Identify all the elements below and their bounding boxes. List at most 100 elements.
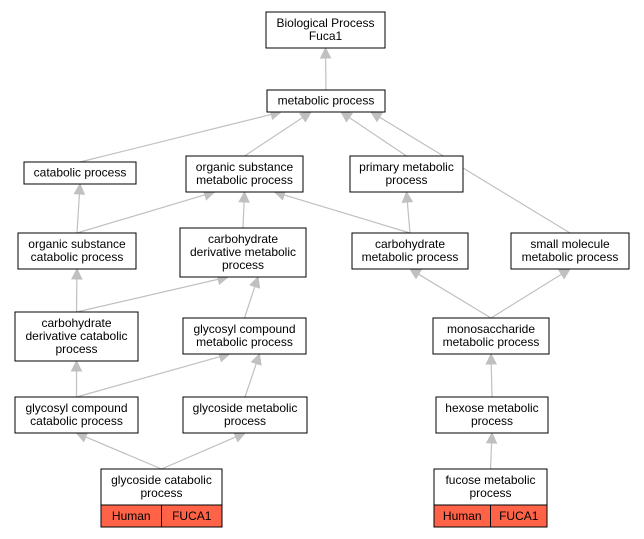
edge-smallmol-to-meta: [379, 116, 571, 234]
gene-tag: [490, 504, 548, 528]
edge-mono-to-smallmol: [490, 273, 562, 319]
node-label-line: Fuca1: [309, 29, 343, 43]
edge-carbder-to-orgsub: [242, 201, 245, 229]
arrowhead-mono-to-carbmeta: [409, 268, 422, 280]
gene-tag: [161, 504, 223, 528]
node-label-line: carbohydrate: [41, 316, 111, 330]
edge-mono-to-carbmeta: [418, 273, 492, 319]
node-label-line: process: [385, 173, 427, 187]
node-label-line: primary metabolic: [359, 160, 454, 174]
arrowhead-orgcat-to-cat: [73, 182, 86, 195]
arrowhead-glycomp-to-carbder: [249, 275, 261, 289]
species-tag-label: Human: [443, 509, 482, 523]
node-label-line: glycosyl compound: [25, 401, 127, 415]
edge-cat-to-meta: [79, 113, 272, 163]
arrowhead-glycmeta-to-glycomp: [250, 352, 262, 366]
node-box: [435, 396, 549, 434]
edge-glyccat-to-glycompcat: [85, 436, 162, 470]
arrowhead-carbmeta-to-prim: [401, 190, 414, 203]
node-label-line: small molecule: [530, 237, 610, 251]
node-label-line: fucose metabolic: [445, 473, 535, 487]
node-label-line: metabolic process: [362, 250, 459, 264]
node-box: [351, 232, 469, 270]
gene-tag-label: FUCA1: [172, 509, 212, 523]
node-box: [510, 232, 630, 270]
node-box: [349, 155, 464, 193]
node-label-line: glycoside catabolic: [111, 473, 212, 487]
edge-hexose-to-mono: [490, 363, 493, 398]
arrowhead-glycompcat-to-carbdercat: [70, 359, 83, 372]
node-box: [17, 232, 137, 270]
node-label-line: catabolic process: [34, 166, 127, 180]
arrowhead-carbdercat-to-orgcat: [71, 267, 83, 280]
node-label-line: metabolic process: [522, 250, 619, 264]
arrowhead-orgsub-to-meta: [299, 111, 312, 123]
arrowhead-meta-to-bp: [319, 46, 332, 59]
arrowhead-glyccat-to-glycmeta: [233, 431, 247, 443]
node-box: [182, 317, 307, 355]
node-label-line: catabolic process: [30, 414, 123, 428]
node-box: [100, 468, 223, 506]
node-box: [185, 155, 304, 193]
node-label-line: derivative catabolic: [25, 329, 127, 343]
node-label-line: organic substance: [28, 237, 126, 251]
species-tag-label: Human: [112, 509, 151, 523]
edge-carbmeta-to-orgsub: [283, 194, 411, 234]
node-box: [432, 317, 550, 355]
node-box: [179, 227, 307, 278]
edge-orgcat-to-orgsub: [76, 194, 206, 234]
node-box: [266, 89, 386, 113]
arrowhead-prim-to-meta: [340, 111, 353, 123]
node-box: [14, 396, 139, 434]
arrowhead-smallmol-to-meta: [370, 111, 383, 123]
node-label-line: organic substance: [196, 160, 294, 174]
node-label-line: monosaccharide: [447, 322, 535, 336]
node-box: [265, 11, 386, 49]
edge-glyccat-to-glycmeta: [161, 436, 237, 470]
go-term-node-cat[interactable]: catabolic process: [23, 161, 137, 185]
node-label-line: hexose metabolic: [445, 401, 538, 415]
edge-glycomp-to-carbder: [243, 286, 256, 319]
node-label-line: carbohydrate: [375, 237, 445, 251]
gene-tag-label: FUCA1: [499, 509, 539, 523]
arrowhead-glyccat-to-glycompcat: [75, 431, 89, 443]
node-label-line: metabolic process: [278, 94, 375, 108]
edge-carbdercat-to-carbder: [76, 278, 219, 313]
node-label-line: process: [224, 414, 266, 428]
arrowhead-fucose-to-hexose: [485, 431, 498, 444]
edges-layer: [70, 46, 571, 470]
arrowhead-mono-to-smallmol: [558, 268, 571, 280]
go-term-node-meta[interactable]: metabolic process: [266, 89, 386, 113]
node-label-line: glycosyl compound: [193, 322, 295, 336]
node-box: [23, 161, 137, 185]
edge-fucose-to-hexose: [489, 442, 493, 470]
node-label-line: metabolic process: [196, 173, 293, 187]
node-label-line: carbohydrate: [208, 232, 278, 246]
node-label-line: process: [471, 414, 513, 428]
node-label-line: process: [469, 486, 511, 500]
node-box: [182, 396, 308, 434]
edge-glycmeta-to-glycomp: [244, 363, 257, 398]
edge-orgcat-to-cat: [76, 193, 80, 234]
node-label-line: Biological Process: [276, 16, 374, 30]
node-label-line: process: [140, 486, 182, 500]
edge-orgsub-to-meta: [244, 117, 303, 157]
node-box: [14, 311, 139, 362]
